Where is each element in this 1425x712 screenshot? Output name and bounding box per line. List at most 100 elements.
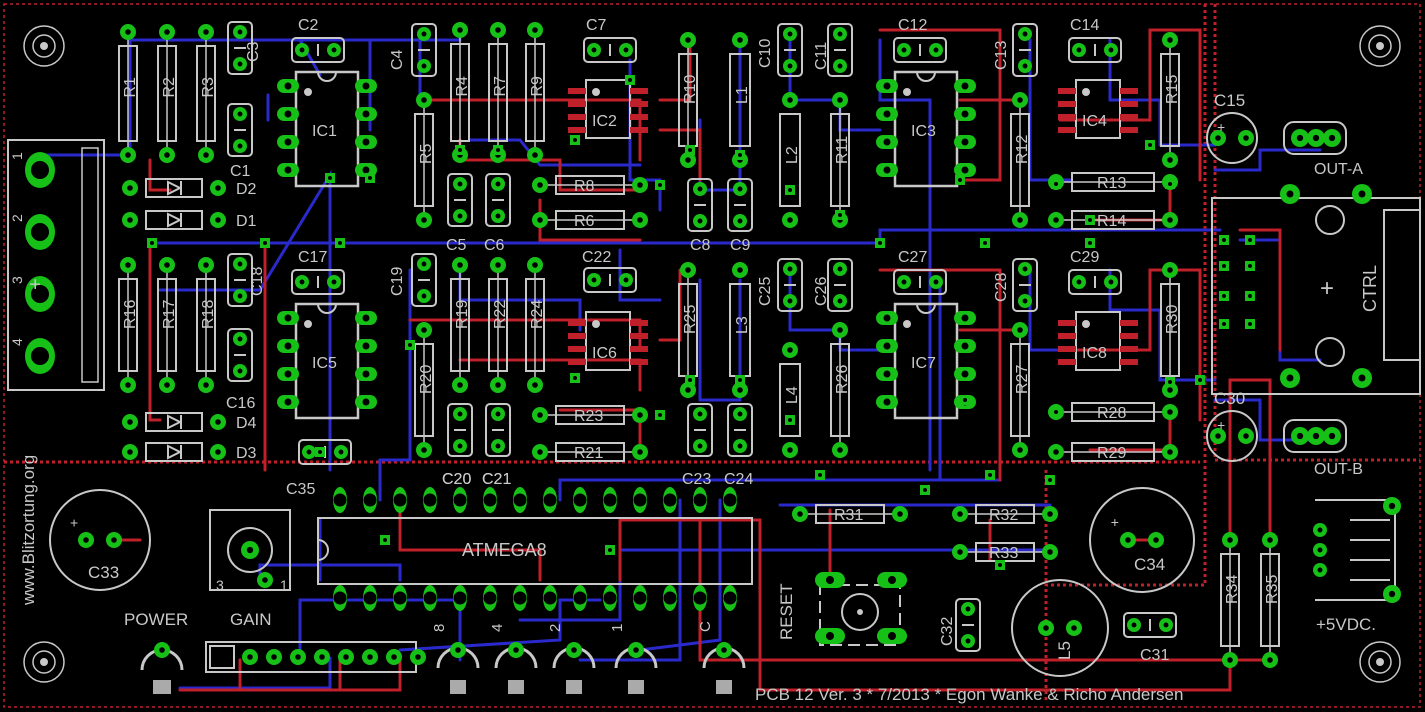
drill-hole [331,47,337,53]
pin1-marker [304,88,312,96]
via-hole [1222,294,1226,298]
ctrl-knob [1315,337,1345,367]
resistor-body [815,504,885,524]
drill-hole [837,97,843,103]
smd-pad [1058,101,1076,107]
drill-hole [888,576,896,584]
resistor-label: R25 [682,305,699,334]
smd-pad [568,346,586,352]
drill-hole [127,419,133,425]
drill-hole [543,493,557,507]
drill-hole [633,493,647,507]
drill-hole [495,27,501,33]
mounting-hole [23,641,65,683]
diode-label: D2 [236,181,257,198]
drill-hole [495,411,501,417]
smd-pad [1058,88,1076,94]
gain-jumper-pad [450,680,466,694]
drill-hole [363,493,377,507]
terminal-pin-number: 4 [9,338,25,346]
smd-pad [630,114,648,120]
drill-hole [319,654,325,660]
drill-hole [1108,279,1114,285]
capacitor-outline [485,403,511,457]
drill-hole [457,382,463,388]
drill-hole [125,262,131,268]
via-hole [458,148,462,152]
resistor-label: R20 [418,365,435,394]
drill-hole [513,493,527,507]
drill-hole [1022,31,1028,37]
drill-hole [737,443,743,449]
ctrl-shaft [1383,209,1421,361]
via-hole [1168,380,1172,384]
drill-hole [697,186,703,192]
drill-hole [1017,447,1023,453]
smd-pad [630,320,648,326]
capacitor-outline [1012,258,1038,312]
drill-hole [237,261,243,267]
drill-hole [421,31,427,37]
via-hole [573,138,577,142]
drill-hole [1215,433,1221,439]
drill-hole [495,262,501,268]
drill-hole [237,368,243,374]
diode-body [145,442,203,462]
via-hole [383,538,387,542]
capacitor-label: C24 [724,471,753,488]
resistor-body [555,175,625,195]
capacitor-outline [411,253,437,307]
capacitor-outline [291,269,345,295]
pot-pin-label: 1 [280,577,288,593]
mounting-hole-center [1376,42,1384,50]
via-hole [1222,322,1226,326]
inductor-body [729,53,751,147]
drill-hole [787,266,793,272]
smd-pad [1058,320,1076,326]
resistor-body [830,113,850,207]
drill-hole [362,342,370,350]
mounting-hole [1359,641,1401,683]
drill-hole [423,493,437,507]
drill-hole [1267,657,1273,663]
capacitor-label: C10 [757,39,774,68]
capacitor-label: C28 [993,273,1010,302]
drill-hole [1227,537,1233,543]
capacitor-label: C20 [442,471,471,488]
drill-hole [933,279,939,285]
resistor-label: R7 [492,76,509,97]
capacitor-outline [227,253,253,307]
drill-hole [637,182,643,188]
drill-hole [421,447,427,453]
inductor-label: L2 [784,146,801,164]
via-hole [738,378,742,382]
drill-hole [837,266,843,272]
capacitor-outline [1012,23,1038,77]
drill-hole [333,591,347,605]
resistor-body [196,45,216,142]
drill-hole [837,447,843,453]
resistor-label: R18 [200,300,217,329]
power-led-pad [153,680,171,694]
gain-jumper-label: 8 [431,624,448,632]
via-hole [838,213,842,217]
drill-hole [537,182,543,188]
capacitor-label: C14 [1070,17,1099,34]
drill-hole [203,152,209,158]
drill-hole [284,370,292,378]
drill-hole [901,279,907,285]
drill-hole [883,82,891,90]
resistor-body [1160,53,1180,147]
drill-hole [826,576,834,584]
drill-hole [333,493,347,507]
drill-hole [573,493,587,507]
drill-hole [1125,537,1131,543]
via-hole [1248,238,1252,242]
capacitor-outline [447,173,473,227]
via-hole [1054,410,1058,414]
ic-body [893,70,959,188]
mcu-notch [317,539,329,561]
drill-hole [883,110,891,118]
drill-hole [737,37,743,43]
capacitor-outline [893,37,947,63]
